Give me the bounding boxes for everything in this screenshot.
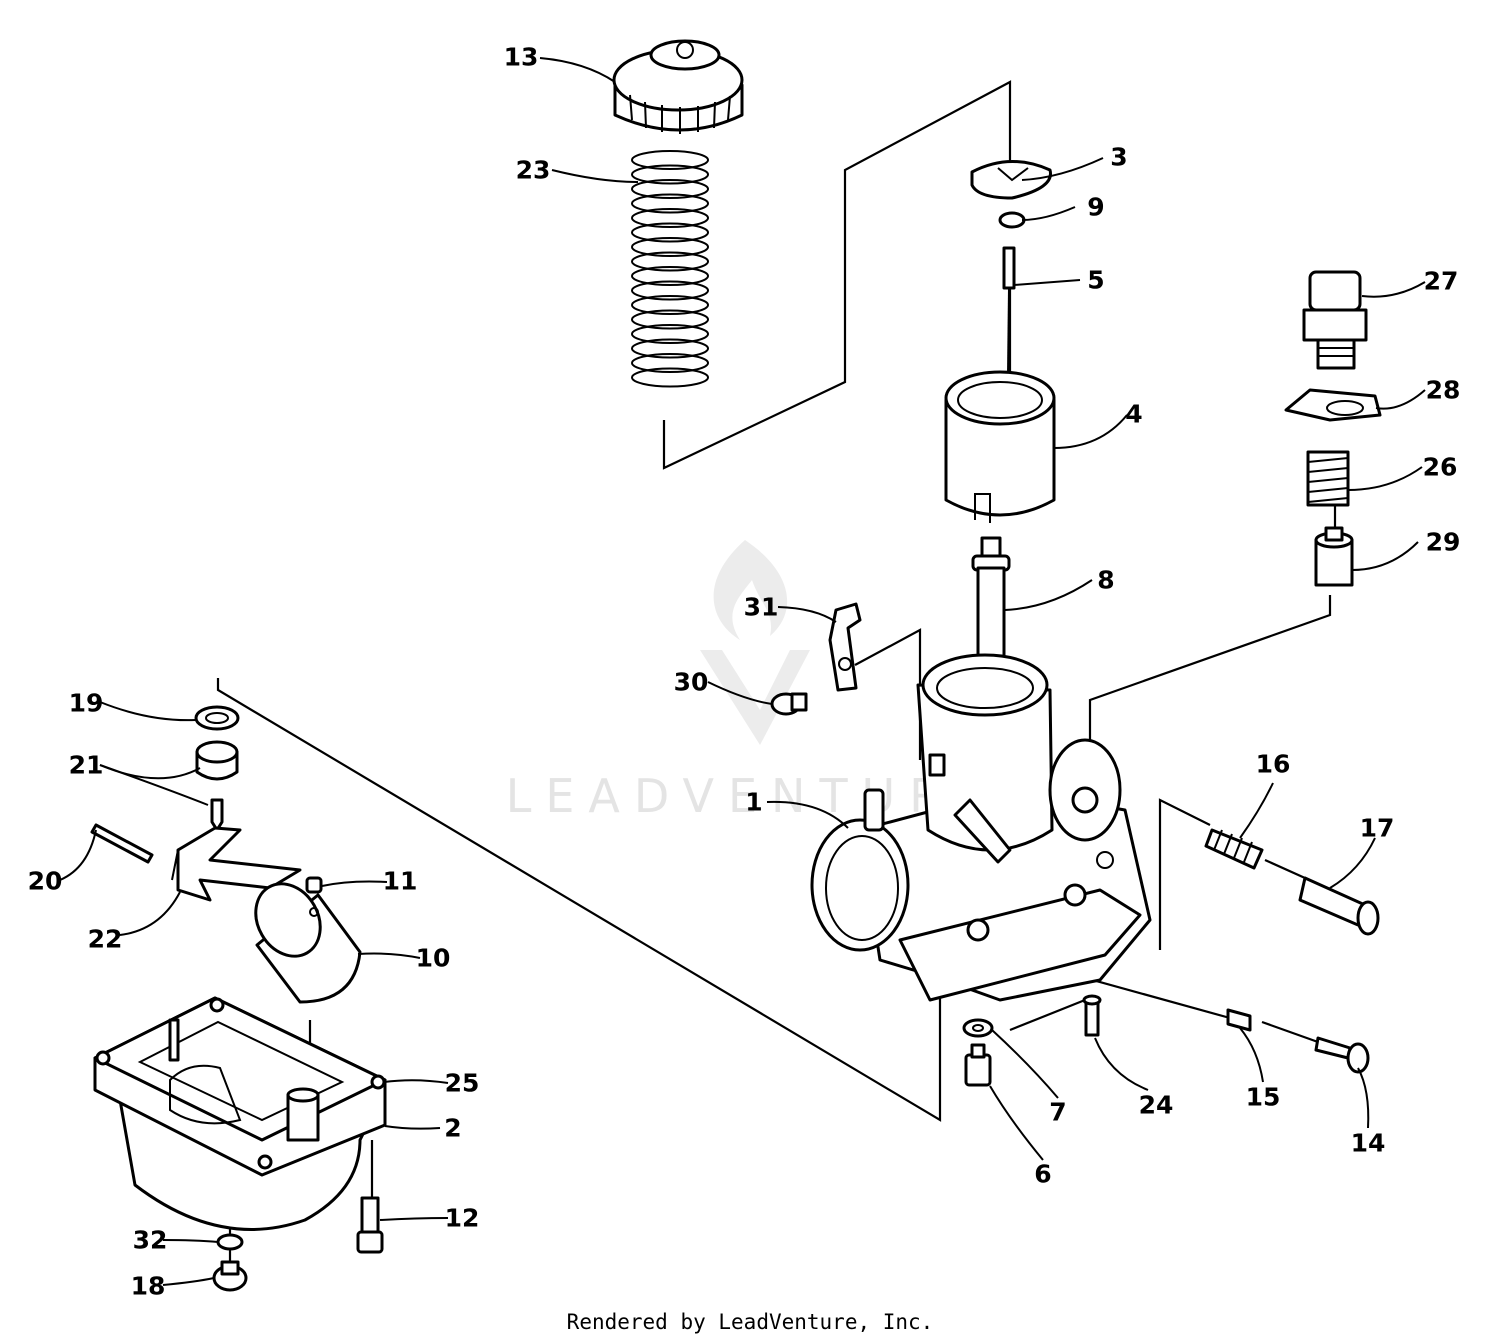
part-label: 31 (744, 593, 779, 622)
part-18-drain-plug (212, 1260, 248, 1292)
spring-coil (631, 208, 709, 228)
part-11-pin (305, 876, 323, 894)
watermark-text: LEADVENTURE (506, 769, 999, 823)
part-2-float-bowl (93, 996, 387, 1231)
part-label: 20 (28, 867, 63, 896)
part-label: 19 (69, 689, 104, 718)
part-label: 7 (1049, 1098, 1066, 1127)
part-19-washer (194, 705, 240, 731)
part-label: 4 (1125, 400, 1142, 429)
part-1-carburetor-body (810, 653, 1152, 1002)
spring-coil (631, 353, 709, 373)
spring-coil (631, 266, 709, 286)
part-10-float (254, 882, 362, 1004)
part-label: 17 (1360, 814, 1395, 843)
part-30-screw (770, 692, 808, 716)
part-label: 3 (1110, 143, 1127, 172)
part-28-plate (1284, 388, 1382, 422)
spring-coil (631, 251, 709, 272)
part-27-cable-adjuster (1302, 270, 1368, 370)
part-label: 32 (133, 1226, 168, 1255)
part-8-plunger (971, 536, 1011, 676)
part-24-screw (1082, 994, 1102, 1037)
spring-coil (631, 150, 709, 170)
part-label: 13 (504, 43, 539, 72)
part-label: 25 (445, 1069, 480, 1098)
part-12-screw (356, 1196, 384, 1254)
part-13-cap (612, 39, 744, 134)
spring-coil (631, 295, 709, 315)
part-label: 10 (416, 944, 451, 973)
part-22-float-arm (171, 826, 302, 902)
leadventure-flame-icon (700, 540, 810, 745)
footer-credit: Rendered by LeadVenture, Inc. (566, 1310, 934, 1334)
part-15-spring (1226, 1008, 1252, 1032)
part-17-air-screw (1298, 876, 1380, 936)
part-label: 15 (1246, 1083, 1281, 1112)
part-label: 18 (131, 1272, 166, 1301)
leader-lines (59, 57, 1426, 1286)
part-5-needle (1002, 246, 1016, 376)
part-14-idle-screw (1314, 1036, 1370, 1074)
part-label: 14 (1351, 1129, 1386, 1158)
part-label: 2 (444, 1114, 461, 1143)
spring-coil (631, 338, 709, 359)
spring-coil (631, 324, 709, 344)
part-9-clip (998, 211, 1026, 229)
part-29-plunger (1314, 526, 1354, 587)
spring-coil (631, 193, 709, 214)
part-label: 23 (516, 156, 551, 185)
spring-coil (631, 237, 709, 257)
part-4-throttle-slide (944, 370, 1056, 523)
spring-coil (631, 309, 709, 330)
part-6-main-jet (964, 1043, 992, 1087)
part-label: 21 (69, 751, 104, 780)
spring-coil (631, 179, 709, 199)
part-labels: 13 23 3 9 5 4 8 27 28 26 29 31 30 1 16 1… (28, 43, 1461, 1301)
part-label: 30 (674, 668, 709, 697)
spring-coil (631, 222, 709, 243)
part-label: 28 (1426, 376, 1461, 405)
part-label: 24 (1139, 1091, 1174, 1120)
part-label: 6 (1034, 1160, 1051, 1189)
part-label: 22 (88, 925, 123, 954)
part-23-spring (631, 150, 709, 388)
part-26-spring (1306, 450, 1350, 507)
part-label: 9 (1087, 193, 1104, 222)
part-label: 8 (1097, 566, 1114, 595)
part-label: 26 (1423, 453, 1458, 482)
part-label: 16 (1256, 750, 1291, 779)
part-21-needle-valve (195, 740, 239, 832)
spring-coil (631, 280, 709, 301)
part-label: 29 (1426, 528, 1461, 557)
part-16-spring (1204, 828, 1264, 870)
part-20-pin (90, 823, 154, 864)
part-label: 12 (445, 1204, 480, 1233)
part-label: 5 (1087, 266, 1104, 295)
spring-coil (631, 164, 709, 185)
spring-coil (631, 367, 709, 388)
part-3-plate (970, 160, 1052, 200)
part-label: 27 (1424, 267, 1459, 296)
watermark: LEADVENTURE (506, 540, 999, 823)
part-label: 11 (383, 867, 418, 896)
part-31-bracket (828, 602, 862, 692)
part-7-washer (962, 1018, 994, 1038)
part-32-washer (216, 1233, 244, 1251)
part-label: 1 (745, 788, 762, 817)
